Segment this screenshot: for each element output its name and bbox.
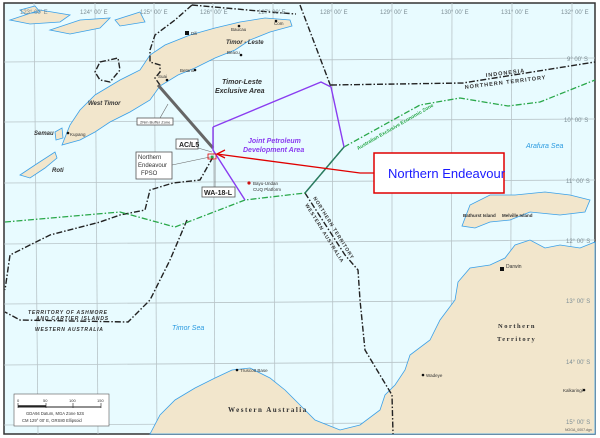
timor-island xyxy=(61,17,293,146)
boundaries xyxy=(4,4,596,435)
lon-tick: 131° 00' E xyxy=(501,10,529,16)
callout-box xyxy=(373,152,505,194)
longitude-labels: 123° 00' E 124° 00' E 125° 00' E 126° 00… xyxy=(20,10,589,16)
lon-tick: 128° 00' E xyxy=(320,10,348,16)
lat-tick: 11° 00' S xyxy=(566,179,590,185)
lat-tick: 13° 00' S xyxy=(566,299,590,305)
label-fpso-2: Endeavour xyxy=(138,163,167,169)
town-kupang: Kupang xyxy=(70,132,86,137)
label-indonesia: INDONESIA xyxy=(486,68,526,79)
town-truscott: Truscott Base xyxy=(240,368,268,373)
fpso-marker-icon xyxy=(210,155,214,159)
lon-tick: 123° 00' E xyxy=(20,10,48,16)
tl-exclusive-top xyxy=(191,4,297,15)
platform-marker-icon xyxy=(247,181,251,185)
scale-bar: 0 50 100 150 GDA94 Datum, MGA Zone 52S C… xyxy=(13,393,110,427)
west-line xyxy=(4,156,214,291)
town-dili: Dili xyxy=(191,31,197,36)
oecusse-border xyxy=(94,57,121,83)
lon-tick: 132° 00' E xyxy=(561,10,589,16)
jpda-boundary xyxy=(212,81,345,201)
capital-marker-icon xyxy=(500,267,504,271)
label-roti: Roti xyxy=(52,168,64,174)
map-credit: NOGA_0007.dgn xyxy=(565,428,592,432)
buffer-zone-label: 2Nm Buffer Zone xyxy=(136,103,174,126)
label-bayu-2: CUQ Platform xyxy=(253,187,281,192)
fpso-location-box xyxy=(207,153,217,160)
town-beacu: Beacu xyxy=(227,50,240,55)
label-bathurst: Bathurst Island xyxy=(463,213,496,218)
scale-tick: 150 xyxy=(97,398,104,403)
town-betano: Betano xyxy=(180,68,195,73)
arrow-head-icon xyxy=(215,149,226,159)
tl-east-line xyxy=(299,4,332,88)
semau-island xyxy=(54,127,64,141)
label-ashmore-wa: WESTERN AUSTRALIA xyxy=(35,327,104,333)
scale-tick: 100 xyxy=(69,398,76,403)
roti-island xyxy=(19,151,58,179)
label-nt-1: Northern xyxy=(498,323,536,330)
label-melville: Melville Island xyxy=(502,213,533,218)
ashmore-line xyxy=(4,219,188,323)
lat-tick: 10° 00' S xyxy=(564,118,588,124)
label-west-timor: West Timor xyxy=(88,101,121,107)
lon-tick: 130° 00' E xyxy=(441,10,469,16)
towns: Dili Baucau Com Beacu Betano Suai Kupang… xyxy=(66,19,586,393)
label-jpda-1: Joint Petroleum xyxy=(248,138,301,145)
label-timor-sea: Timor Sea xyxy=(172,325,204,332)
label-western-australia: Western Australia xyxy=(228,406,308,414)
buffer-zone xyxy=(156,84,215,149)
timor-leste-border xyxy=(149,4,193,86)
callout-label: Northern Endeavour xyxy=(388,166,506,181)
town-suai: Suai xyxy=(158,74,167,79)
callout-leader-line xyxy=(216,153,374,174)
lon-tick: 126° 00' E xyxy=(200,10,228,16)
svg-text:2Nm Buffer Zone: 2Nm Buffer Zone xyxy=(140,120,171,125)
town-wadeye: Wadeye xyxy=(426,373,443,378)
town-darwin: Darwin xyxy=(506,264,522,270)
town-com: Com xyxy=(274,21,284,26)
label-fpso-3: FPSO xyxy=(141,171,158,177)
label-arafura-sea: Arafura Sea xyxy=(525,143,563,150)
tiwi-islands xyxy=(461,191,591,229)
label-semau: Semau xyxy=(34,131,54,137)
lon-tick: 129° 00' E xyxy=(380,10,408,16)
lat-tick: 12° 00' S xyxy=(566,239,590,245)
latitude-labels: 9° 00' S 10° 00' S 11° 00' S 12° 00' S 1… xyxy=(564,57,590,426)
lon-tick: 124° 00' E xyxy=(80,10,108,16)
scale-tick: 50 xyxy=(43,398,48,403)
nt-wa-line xyxy=(304,192,394,435)
land xyxy=(8,5,596,435)
capital-marker-icon xyxy=(185,31,189,35)
lat-tick: 9° 00' S xyxy=(567,57,588,63)
label-wa18l: WA-18-L xyxy=(204,190,233,197)
facilities: AC/L5 Northern Endeavour FPSO WA-18-L Ba… xyxy=(135,138,281,198)
label-tl-area-2: Exclusive Area xyxy=(215,88,265,95)
town-kalkaringi: Kalkaringi xyxy=(563,388,583,393)
lon-tick: 125° 00' E xyxy=(140,10,168,16)
label-ashmore-2: AND CARTIER ISLANDS xyxy=(35,316,109,322)
label-acl5: AC/L5 xyxy=(179,142,199,149)
label-nt-2: Territory xyxy=(497,336,536,343)
callout: Northern Endeavour xyxy=(215,149,506,194)
label-tl-area-1: Timor-Leste xyxy=(222,79,262,86)
datum-line-2: CM 129° 00' E, GRS80 Ellipsoid xyxy=(22,418,82,423)
label-timor-leste: Timor - Leste xyxy=(226,40,264,46)
town-baucau: Baucau xyxy=(231,27,247,32)
scale-tick: 0 xyxy=(17,398,20,403)
islands-north xyxy=(8,5,146,35)
label-fpso-1: Northern xyxy=(138,155,161,161)
lat-tick: 14° 00' S xyxy=(566,360,590,366)
jpda-south-edge xyxy=(304,146,345,194)
label-bayu-1: Bayu-Undan xyxy=(253,181,279,186)
lon-tick: 127° 00' E xyxy=(258,10,286,16)
label-jpda-2: Development Area xyxy=(243,147,304,154)
indonesia-nt-line xyxy=(330,61,596,86)
label-ashmore-1: TERRITORY OF ASHMORE xyxy=(28,310,108,316)
lat-tick: 15° 00' S xyxy=(566,420,590,426)
datum-line-1: GDA94 Datum, MGA Zone 52S xyxy=(26,411,84,416)
